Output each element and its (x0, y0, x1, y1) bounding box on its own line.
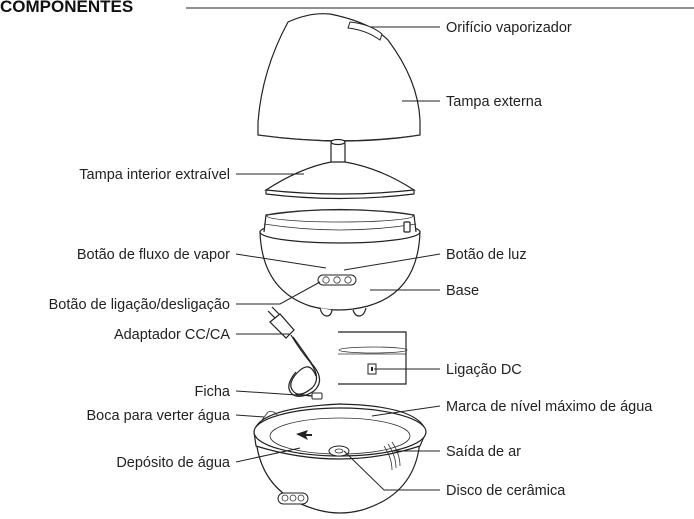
label-botao-fluxo-vapor: Botão de fluxo de vapor (77, 247, 230, 263)
label-deposito-agua: Depósito de água (116, 455, 231, 471)
base-control-panel (317, 274, 357, 286)
vaporizer-hole (347, 21, 383, 41)
ac-dc-adapter (267, 306, 323, 400)
label-tampa-interior: Tampa interior extraível (79, 167, 230, 183)
label-botao-luz: Botão de luz (446, 247, 527, 263)
leader-lines (235, 26, 441, 491)
ceramic-disc (328, 445, 350, 457)
base-unit (259, 208, 421, 317)
label-orificio-vaporizador: Orifício vaporizador (446, 20, 572, 36)
label-disco-ceramica: Disco de cerâmica (446, 483, 566, 499)
outer-lid (257, 13, 421, 142)
label-marca-nivel: Marca de nível máximo de água (446, 399, 653, 415)
label-adaptador: Adaptador CC/CA (114, 327, 230, 343)
section-heading: COMPONENTES (0, 0, 133, 16)
label-ligacao-dc: Ligação DC (446, 362, 522, 378)
water-tank-unit (253, 403, 427, 514)
label-base: Base (446, 283, 479, 299)
inner-lid (264, 138, 416, 200)
label-ficha: Ficha (195, 384, 231, 400)
label-saida-ar: Saída de ar (446, 444, 521, 460)
label-tampa-externa: Tampa externa (446, 94, 543, 110)
label-botao-ligacao: Botão de ligação/desligação (49, 297, 230, 313)
plug-tip (311, 392, 323, 400)
label-boca-verter: Boca para verter água (87, 408, 231, 424)
dc-connection-box (338, 331, 408, 385)
